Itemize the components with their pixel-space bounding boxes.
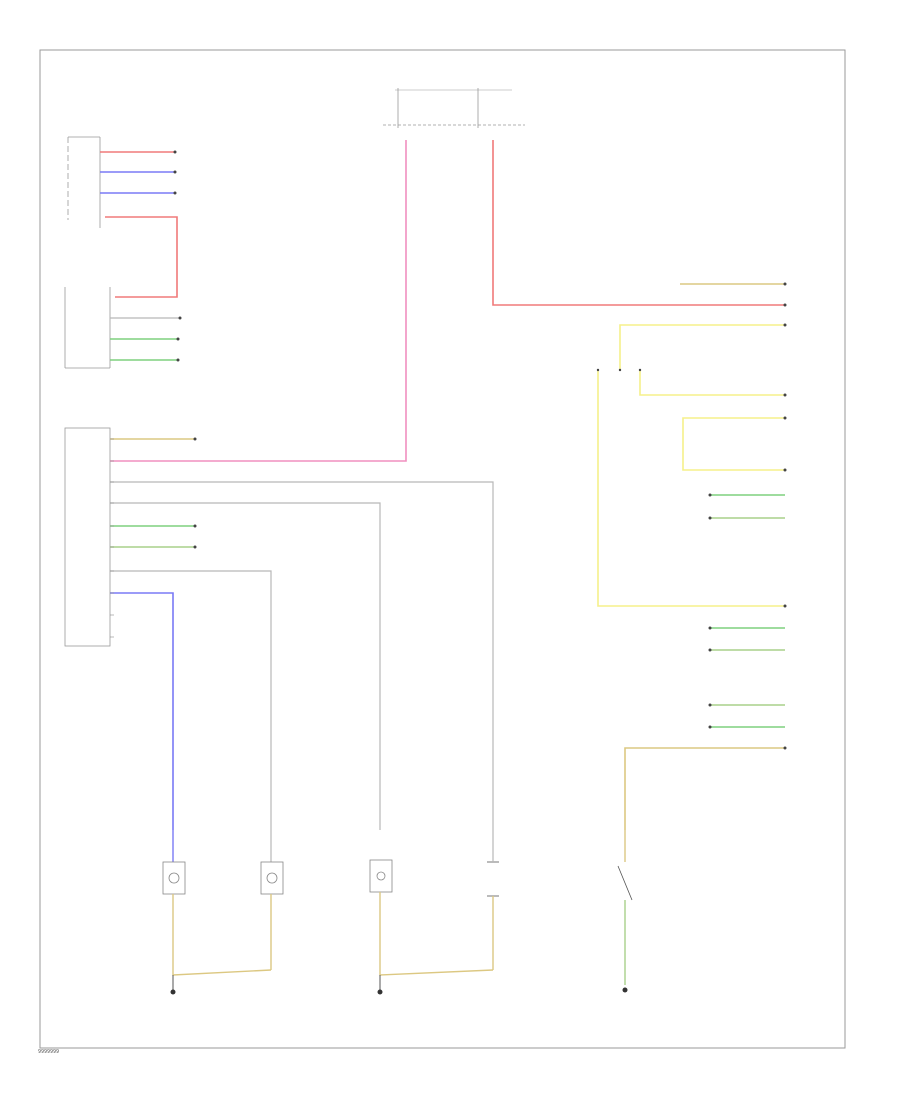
- pin-ticks: [110, 438, 114, 638]
- wire-blue-main: [110, 592, 174, 830]
- wire-yellow-b: [639, 370, 785, 396]
- ground-g1: [170, 989, 176, 995]
- wire-ground-mid: [379, 969, 494, 976]
- wire-yellow-d: [597, 370, 785, 607]
- diagram-frame: [39, 49, 846, 1049]
- wire-yellow-c: [682, 417, 785, 471]
- wire-gray-d: [110, 502, 381, 830]
- connector-dots: [173, 150, 787, 750]
- switch-right: [617, 830, 633, 985]
- switch-mid-2: [487, 830, 499, 970]
- figure-code: 9999999: [38, 1049, 60, 1055]
- ground-g2: [377, 989, 383, 995]
- wire-red-loop: [105, 216, 178, 298]
- wire-gray-e: [110, 570, 272, 830]
- control-module-box: [64, 427, 111, 647]
- lamp-left-2: [260, 830, 284, 970]
- ground-g3: [622, 987, 628, 993]
- wire-yellow-a: [619, 324, 785, 370]
- switch-mid-1: [369, 859, 393, 970]
- lamp-left-1: [162, 830, 186, 970]
- wire-red-right: [492, 140, 785, 306]
- wire-gray-c: [110, 481, 494, 830]
- wire-pink-main: [110, 140, 407, 462]
- wire-ground-left: [172, 969, 272, 976]
- wire-tan-r: [624, 747, 785, 830]
